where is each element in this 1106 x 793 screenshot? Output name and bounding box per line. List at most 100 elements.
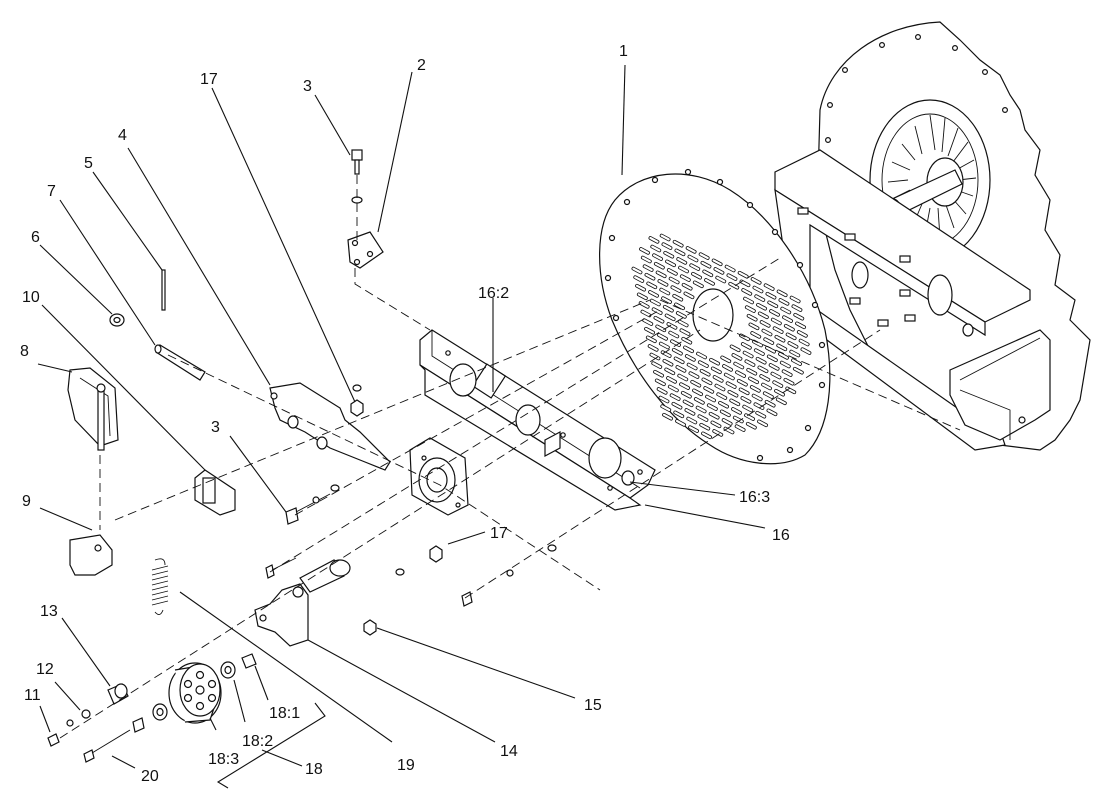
vent-slot: [662, 304, 674, 313]
vent-slot: [665, 259, 676, 268]
vent-slot: [744, 305, 756, 313]
vent-slot: [635, 283, 646, 292]
vent-slot: [754, 294, 766, 302]
vent-slot: [759, 374, 771, 382]
vent-slot: [698, 252, 710, 260]
vent-slot: [765, 291, 777, 300]
vent-slot: [789, 295, 801, 304]
bolt-part-3-lower: [285, 484, 340, 525]
vent-slot: [740, 342, 752, 350]
vent-slot: [673, 356, 685, 365]
vent-slot: [709, 357, 720, 366]
vent-slot: [776, 289, 788, 298]
callout-14: 14: [500, 743, 518, 760]
vent-slot: [699, 422, 711, 431]
clevis-part-9: [69, 534, 113, 576]
vent-slot: [746, 313, 758, 322]
vent-slot: [762, 391, 774, 399]
vent-slot: [761, 328, 773, 337]
vent-slot: [774, 334, 786, 343]
vent-slot: [659, 287, 671, 296]
vent-slot: [752, 285, 764, 294]
callout-11: 11: [24, 687, 41, 704]
callout-19: 19: [397, 757, 415, 774]
vent-slot: [776, 343, 788, 352]
bracket-part-2: [347, 231, 384, 269]
vent-slot: [789, 349, 801, 358]
vent-slot: [670, 339, 681, 347]
callout-12: 12: [36, 661, 54, 678]
lever-bracket-part-4: [269, 382, 391, 471]
vent-slot: [708, 411, 720, 420]
vent-slot: [684, 408, 696, 416]
nut-part-17-lower: [395, 544, 557, 607]
vent-slot: [744, 413, 755, 421]
vent-slot: [655, 324, 667, 333]
vent-slot: [679, 382, 690, 390]
flange-bearing: [409, 437, 469, 516]
callout-18-1: 18:1: [269, 705, 300, 722]
vent-slot: [642, 264, 654, 272]
pin-part-5: [161, 269, 166, 311]
callout-16-3: 16:3: [739, 489, 770, 506]
vent-slot: [770, 317, 782, 326]
vent-slot: [648, 290, 659, 298]
vent-slot: [683, 345, 694, 354]
callout-17-top: 17: [200, 71, 218, 88]
vent-slot: [722, 364, 733, 372]
pulley-part-18-3: [168, 662, 222, 724]
vent-slot: [763, 337, 775, 345]
hinge-part-10: [194, 469, 236, 516]
nut-part-17-top: [350, 384, 364, 417]
vent-slot: [734, 424, 746, 432]
vent-slot: [726, 273, 738, 281]
vent-slot: [664, 313, 676, 322]
vent-slot: [653, 261, 665, 270]
vent-slot: [729, 398, 741, 407]
vent-slot: [711, 258, 723, 267]
vent-slot: [669, 393, 681, 401]
vent-slot: [793, 312, 805, 321]
vent-slot: [755, 410, 767, 419]
vent-slot: [780, 306, 792, 315]
callout-5: 5: [84, 155, 93, 172]
vent-slot: [715, 275, 727, 284]
vent-slot: [769, 309, 780, 317]
vent-slot: [653, 369, 664, 378]
vent-slot: [796, 330, 808, 338]
vent-slot: [660, 404, 672, 412]
vent-slot: [645, 335, 657, 344]
vent-slot: [636, 292, 648, 301]
vent-slot: [759, 320, 771, 328]
callout-1: 1: [619, 43, 628, 60]
callout-13: 13: [40, 603, 58, 620]
vent-slot: [654, 378, 666, 387]
vent-slot: [732, 415, 744, 424]
leader-lines: [37, 64, 766, 789]
vent-slot: [652, 253, 663, 261]
engine-housing: [774, 21, 1091, 451]
vent-slot: [736, 378, 748, 387]
vent-slot: [768, 363, 780, 371]
washer-part-12: [66, 709, 91, 727]
bracket-plate-part-16: [419, 329, 656, 511]
vent-slot: [746, 367, 758, 376]
vent-slot: [749, 385, 761, 393]
callout-6: 6: [31, 229, 40, 246]
vent-slot: [744, 359, 756, 367]
vent-slot: [677, 373, 689, 382]
vent-slot: [679, 328, 691, 336]
vent-slot: [693, 397, 705, 405]
callout-18-2: 18:2: [242, 733, 273, 750]
callout-16-2: 16:2: [478, 285, 509, 302]
shaft-part-7: [154, 344, 206, 381]
vent-slot: [750, 331, 762, 339]
vent-slot: [731, 407, 742, 415]
vent-slot: [688, 371, 700, 379]
vent-slot: [748, 376, 759, 385]
vent-slot: [785, 386, 797, 395]
vent-slot: [657, 333, 668, 341]
vent-slot: [704, 278, 715, 286]
vent-slot: [733, 361, 745, 370]
